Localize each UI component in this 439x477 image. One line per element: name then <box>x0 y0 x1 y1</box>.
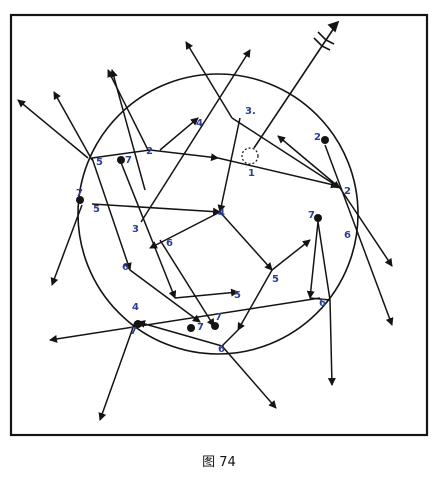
label: 7 <box>130 326 137 337</box>
path-line <box>277 135 341 189</box>
figure-caption: 图 74 <box>202 455 236 470</box>
label: 6 <box>122 262 129 273</box>
label: 5 <box>96 157 103 168</box>
path-line <box>149 149 219 162</box>
feathered-arrow-icon <box>253 20 340 149</box>
path-line <box>129 269 201 323</box>
path-line <box>107 69 149 151</box>
path-line <box>119 159 177 299</box>
ball-markers <box>76 136 329 332</box>
ball-dot <box>76 196 84 204</box>
path-line <box>140 49 251 223</box>
path-line <box>306 221 319 299</box>
ball-dot <box>187 324 195 332</box>
label: 6 <box>319 298 326 309</box>
label: 7 <box>197 322 204 333</box>
segment-lines <box>91 149 331 347</box>
path-line <box>219 211 273 271</box>
path-line <box>185 41 233 119</box>
label: 1 <box>248 168 255 179</box>
path-line <box>174 288 239 299</box>
path-line <box>49 297 321 343</box>
label: 7 <box>125 155 132 166</box>
trajectory-lines <box>17 41 394 421</box>
label: 5 <box>234 290 241 301</box>
label: 6 <box>344 230 351 241</box>
label: 4 <box>132 302 139 313</box>
label: 4 <box>196 118 203 129</box>
ball-dot <box>117 156 125 164</box>
path-line <box>231 117 341 189</box>
label: 7 <box>308 210 315 221</box>
path-line <box>50 204 83 286</box>
label: 2 <box>146 146 153 157</box>
ball-dot <box>314 214 322 222</box>
path-line <box>91 203 221 216</box>
path-line <box>98 321 136 421</box>
path-line <box>217 117 241 213</box>
path-line <box>217 157 339 189</box>
label: 7 <box>76 188 83 199</box>
label: 4 <box>218 208 225 219</box>
ball-dot <box>211 322 219 330</box>
label: 5 <box>93 204 100 215</box>
label: 2 <box>314 132 321 143</box>
target-dotted-circle <box>241 147 259 165</box>
path-line <box>221 345 277 409</box>
path-line <box>137 320 223 347</box>
label: 2 <box>344 186 351 197</box>
path-line <box>324 144 394 326</box>
label: 6 <box>218 344 225 355</box>
path-line <box>17 99 89 159</box>
path-line <box>91 157 132 271</box>
path-line <box>53 91 93 161</box>
path-line <box>271 239 311 271</box>
label: 5 <box>272 274 279 285</box>
path-line <box>149 211 221 249</box>
label: 3. <box>245 106 256 117</box>
ball-dot <box>321 136 329 144</box>
path-line <box>159 239 215 327</box>
number-labels: 1 2 3. 2 4 5 7 5 7 3 4 6 6 5 5 4 7 7 6 7… <box>76 106 351 355</box>
outer-frame <box>9 13 429 437</box>
label: 3 <box>132 224 139 235</box>
path-line <box>327 299 336 386</box>
ball-dot <box>134 320 142 328</box>
path-line <box>339 187 393 267</box>
path-line <box>237 269 273 331</box>
label: 6 <box>166 238 173 249</box>
path-line <box>159 117 199 151</box>
label: 7 <box>215 312 222 323</box>
